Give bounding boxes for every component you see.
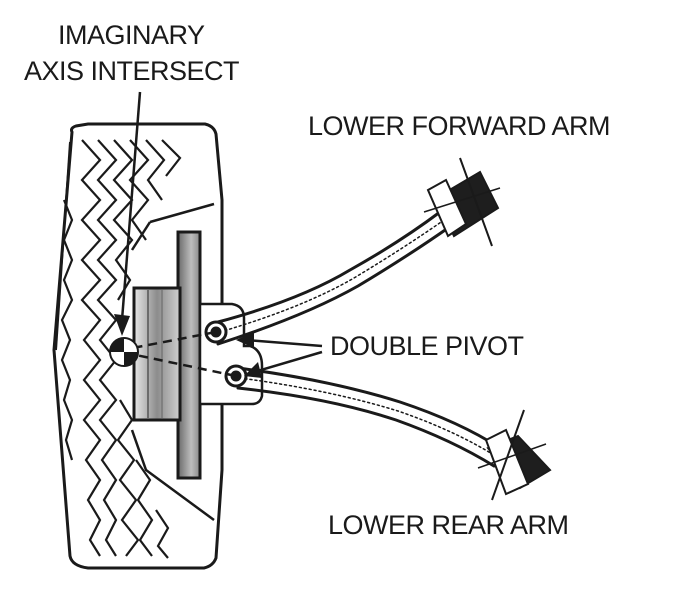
tire-sidewall: [130, 202, 215, 522]
label-lower-forward-arm: LOWER FORWARD ARM: [308, 111, 611, 141]
leader-lines: [120, 91, 323, 374]
lower-rear-arm: [236, 366, 502, 468]
label-imaginary: IMAGINARY: [58, 20, 205, 50]
leader-arrowheads: [114, 314, 262, 378]
axis-intersect-marker: [109, 337, 139, 367]
label-double-pivot: DOUBLE PIVOT: [330, 331, 524, 361]
tire-tread: [60, 139, 182, 559]
forward-arm-bushing: [423, 157, 501, 247]
label-axis-intersect: AXIS INTERSECT: [24, 56, 240, 86]
rear-arm-bushing: [477, 409, 552, 501]
label-lower-rear-arm: LOWER REAR ARM: [328, 510, 569, 540]
wheel-hub: [132, 286, 182, 422]
lower-forward-arm: [216, 210, 450, 346]
